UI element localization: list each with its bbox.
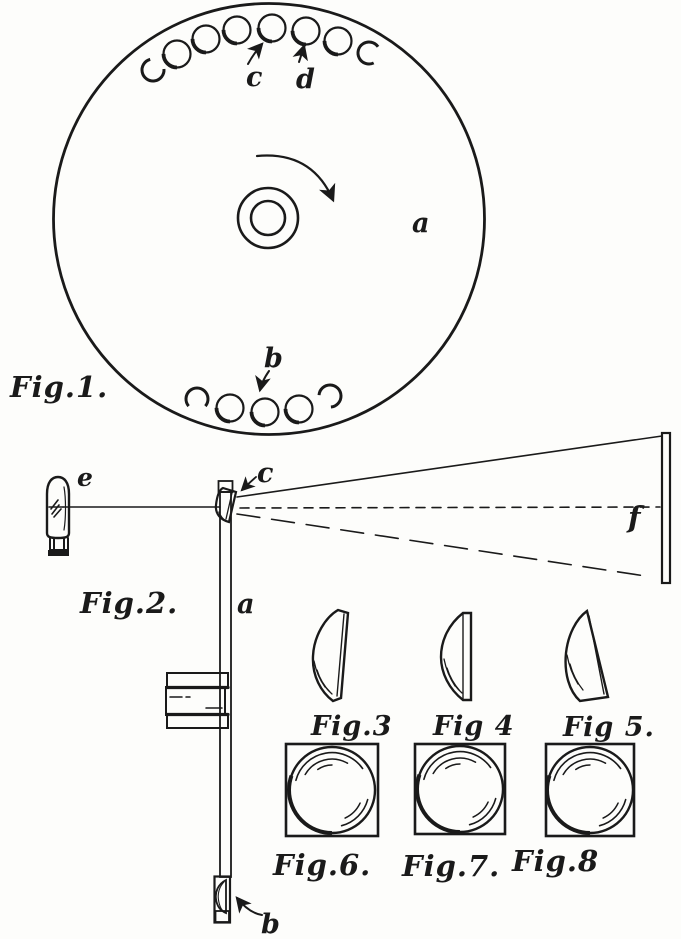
lens-front [287,745,377,835]
bulb-base-cap [48,550,69,556]
label-b-arrow [235,896,263,916]
figure-6-lens-front: Fig.6. [272,742,380,882]
figure-8-lens-front: Fig.8 [511,742,636,878]
lens-cell-frame [284,742,380,838]
bulb-inner-reflection [63,486,67,531]
bar-gap [221,750,230,765]
fig2-label-b: b [261,909,280,939]
empty-hole-crescent [354,38,381,67]
light-ray-upper [236,435,663,498]
fig1-caption: Fig.1. [9,370,108,404]
bulb-glass [45,475,71,540]
fig2-label-e: e [77,463,93,492]
lens-front [545,745,635,835]
disc-outline [52,2,486,436]
hub-section [165,672,230,729]
figure-3-lens-profile: Fig.3 [310,608,393,742]
label-c-arrow [246,42,264,65]
fig2-label-f: f [626,500,645,534]
lens-flat-face [588,615,605,695]
rotation-arrow [255,154,336,203]
empty-hole-crescent [184,386,210,408]
filament-icon [48,499,64,518]
lens-front [415,744,505,834]
bar-gap [221,558,230,650]
empty-hole-crescent [315,378,348,411]
bar-gap [221,815,230,829]
figure-2-side-view: e c f Fig.2. a [45,431,672,939]
fig1-label-b: b [264,343,283,374]
light-ray-lower-dashed [236,513,653,578]
lens-hole [190,23,222,55]
lens-shading [443,658,463,694]
lens-hole [256,12,288,44]
light-ray-axis-dashed [239,506,661,509]
mounted-lens-detail [218,492,233,522]
center-hub [236,186,300,250]
lens-hole [161,38,193,70]
fig8-caption: Fig.8 [511,844,599,878]
figure-5-lens-profile: Fig 5. [562,608,655,743]
lamp [45,475,71,556]
lens-shading [313,660,333,695]
lens-hole [249,396,281,428]
fig5-caption: Fig 5. [562,712,655,743]
disc-edge-bar [217,480,234,878]
fig2-caption: Fig.2. [79,586,178,620]
lens-hole [214,392,246,424]
label-b-arrow [255,370,271,393]
fig4-caption: Fig 4 [432,711,515,742]
lens-shading [566,654,584,691]
fig7-caption: Fig.7. [401,849,500,883]
fig1-label-a: a [412,208,430,239]
lower-lens-holes [184,378,348,428]
empty-hole-crescent [136,56,168,87]
figure-1-disc-front-view: c d a b Fig.1. [9,2,486,436]
label-c-leader [240,476,257,492]
lens-hole [290,15,322,47]
lens-flat-face [336,613,345,697]
fig2-label-a: a [237,589,255,620]
projection-screen [660,431,672,585]
fig6-caption: Fig.6. [272,848,371,882]
bulb-base [49,537,69,551]
fig1-label-d: d [296,64,315,95]
label-d-arrow [292,43,308,63]
lens-hole [322,25,354,57]
lens-outline [439,611,473,702]
fig3-caption: Fig.3 [310,711,393,742]
fig2-label-c: c [257,458,273,489]
lens-outline [564,608,610,703]
figure-4-lens-profile: Fig 4 [432,611,515,742]
lens-hole [283,393,315,425]
bore-centerline [169,696,223,709]
lower-rim-lens [213,875,232,924]
lens-outline [311,608,350,703]
fig1-label-c: c [246,62,262,93]
figure-7-lens-front: Fig.7. [401,742,507,883]
lens-hole [221,14,253,46]
